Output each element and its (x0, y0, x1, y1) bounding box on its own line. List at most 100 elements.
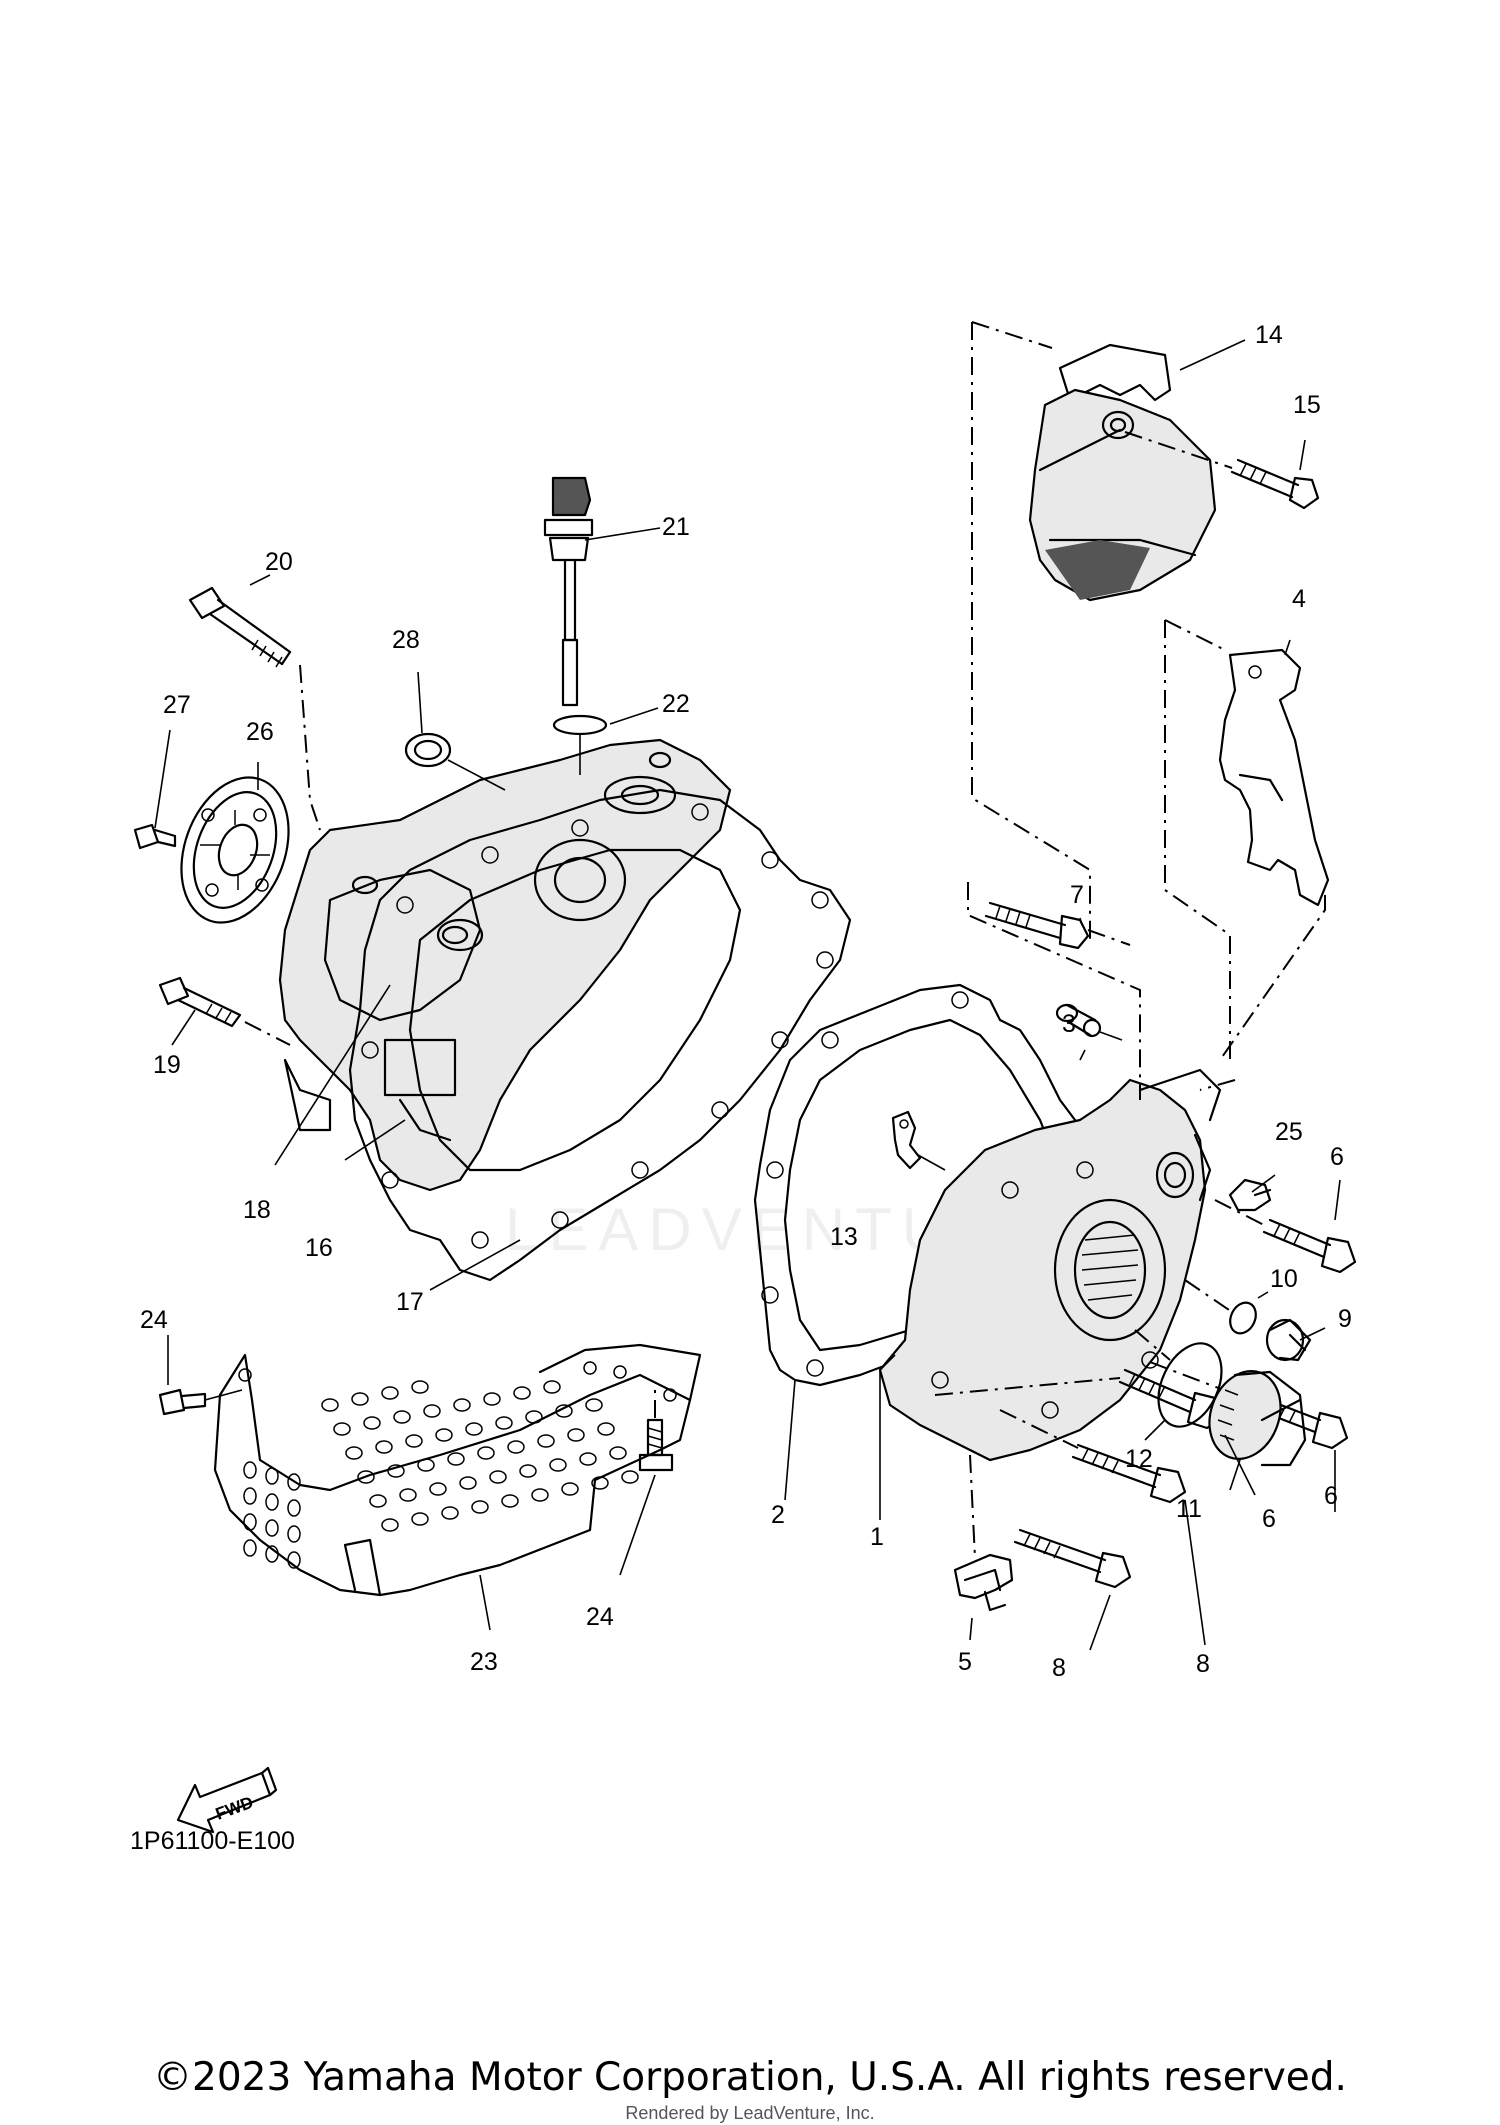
skid-plate-hole (243, 1513, 257, 1531)
callout-6-top: 6 (1330, 1143, 1344, 1171)
skid-plate-hole (287, 1499, 301, 1517)
callout-23: 23 (470, 1648, 498, 1676)
skid-plate-hole (435, 1428, 453, 1442)
dipstick-o-ring (552, 714, 608, 736)
skid-plate-hole (513, 1386, 531, 1400)
cable-clamp-13 (891, 1110, 922, 1170)
skid-plate-hole (585, 1398, 603, 1412)
skid-plate-hole (447, 1452, 465, 1466)
skid-plate-hole (333, 1422, 351, 1436)
callout-28: 28 (392, 626, 420, 654)
callout-8-lower: 8 (1052, 1654, 1066, 1682)
oil-dipstick (543, 476, 594, 707)
dowel-pin (1055, 1003, 1102, 1038)
fwd-label: FWD (213, 1793, 256, 1824)
skid-plate-hole (405, 1434, 423, 1448)
bolt-24-right (638, 1418, 674, 1472)
skid-plate-hole (243, 1487, 257, 1505)
callout-labels: 1 2 3 4 5 6 6 6 7 8 8 9 10 11 12 13 14 1… (140, 321, 1352, 1682)
oil-seal (404, 732, 452, 768)
cover-bracket (1218, 648, 1330, 907)
skid-plate-hole (597, 1422, 615, 1436)
skid-plate-hole (243, 1461, 257, 1479)
skid-plate-hole (417, 1458, 435, 1472)
starter-cover (1028, 343, 1217, 602)
o-ring-10 (1229, 1301, 1257, 1335)
skid-plate-hole (411, 1380, 429, 1394)
skid-plate-hole (555, 1404, 573, 1418)
skid-plate-hole (507, 1440, 525, 1454)
skid-plate-hole (465, 1422, 483, 1436)
callout-12: 12 (1125, 1445, 1153, 1473)
bolt-6-top (1262, 1218, 1357, 1274)
callout-25: 25 (1275, 1118, 1303, 1146)
callout-9: 9 (1338, 1305, 1352, 1333)
callout-6-mid: 6 (1262, 1505, 1276, 1533)
copyright-notice: ©2023 Yamaha Motor Corporation, U.S.A. A… (153, 2055, 1347, 2100)
callout-3: 3 (1062, 1010, 1076, 1038)
callout-24-left: 24 (140, 1306, 168, 1334)
skid-plate-hole (381, 1518, 399, 1532)
skid-plate-hole (351, 1392, 369, 1406)
gasket-bolt-holes (361, 803, 834, 1249)
callout-14: 14 (1255, 321, 1283, 349)
crankcase-body (278, 738, 732, 1192)
diagram-code: 1P61100-E100 (130, 1827, 295, 1855)
skid-plate-hole (287, 1551, 301, 1569)
skid-plate-hole (531, 1488, 549, 1502)
callout-17: 17 (396, 1288, 424, 1316)
callout-1: 1 (870, 1523, 884, 1551)
skid-plate-hole (243, 1539, 257, 1557)
callout-18: 18 (243, 1196, 271, 1224)
callout-2: 2 (771, 1501, 785, 1529)
callout-13: 13 (830, 1223, 858, 1251)
skid-plate-hole (287, 1525, 301, 1543)
callout-5: 5 (958, 1648, 972, 1676)
callout-16: 16 (305, 1234, 333, 1262)
callout-11: 11 (1176, 1495, 1202, 1523)
skid-plate-hole (543, 1380, 561, 1394)
skid-plate-hole (375, 1440, 393, 1454)
bolt-7 (984, 901, 1090, 950)
callout-6-right: 6 (1324, 1482, 1338, 1510)
callout-21: 21 (662, 513, 690, 541)
skid-plate-hole (459, 1476, 477, 1490)
bolt-24-left (158, 1388, 207, 1416)
crankcase-cover (878, 1068, 1222, 1462)
callout-19: 19 (153, 1051, 181, 1079)
leader-box-14 (971, 321, 1091, 940)
skid-plate-hole (477, 1446, 495, 1460)
skid-plate-hole (265, 1519, 279, 1537)
callout-27: 27 (163, 691, 191, 719)
callout-15: 15 (1293, 391, 1321, 419)
skid-plate-hole (579, 1452, 597, 1466)
skid-plate-hole (525, 1410, 543, 1424)
skid-plate-hole (429, 1482, 447, 1496)
plug-9 (1265, 1318, 1312, 1362)
skid-plate-hole (345, 1446, 363, 1460)
sprocket-cover (180, 776, 290, 924)
rendered-by-notice: Rendered by LeadVenture, Inc. (625, 2103, 875, 2123)
skid-plate-holes (243, 1380, 639, 1569)
skid-plate-hole (609, 1446, 627, 1460)
skid-plate-hole (399, 1488, 417, 1502)
callout-22: 22 (662, 690, 690, 718)
bolt-15 (1230, 458, 1320, 510)
skid-plate-hole (489, 1470, 507, 1484)
skid-plate-hole (537, 1434, 555, 1448)
skid-plate-hole (265, 1545, 279, 1563)
skid-plate-hole (357, 1470, 375, 1484)
bolt-20 (188, 586, 292, 668)
skid-plate-hole (591, 1476, 609, 1490)
callout-8-upper: 8 (1196, 1650, 1210, 1678)
plug-11 (1208, 1370, 1307, 1467)
bolt-8-upper (1071, 1443, 1187, 1504)
skid-plate-hole (423, 1404, 441, 1418)
skid-plate-hole (393, 1410, 411, 1424)
skid-plate-hole (387, 1464, 405, 1478)
callout-10: 10 (1270, 1265, 1298, 1293)
skid-plate-hole (501, 1494, 519, 1508)
skid-plate-hole (483, 1392, 501, 1406)
